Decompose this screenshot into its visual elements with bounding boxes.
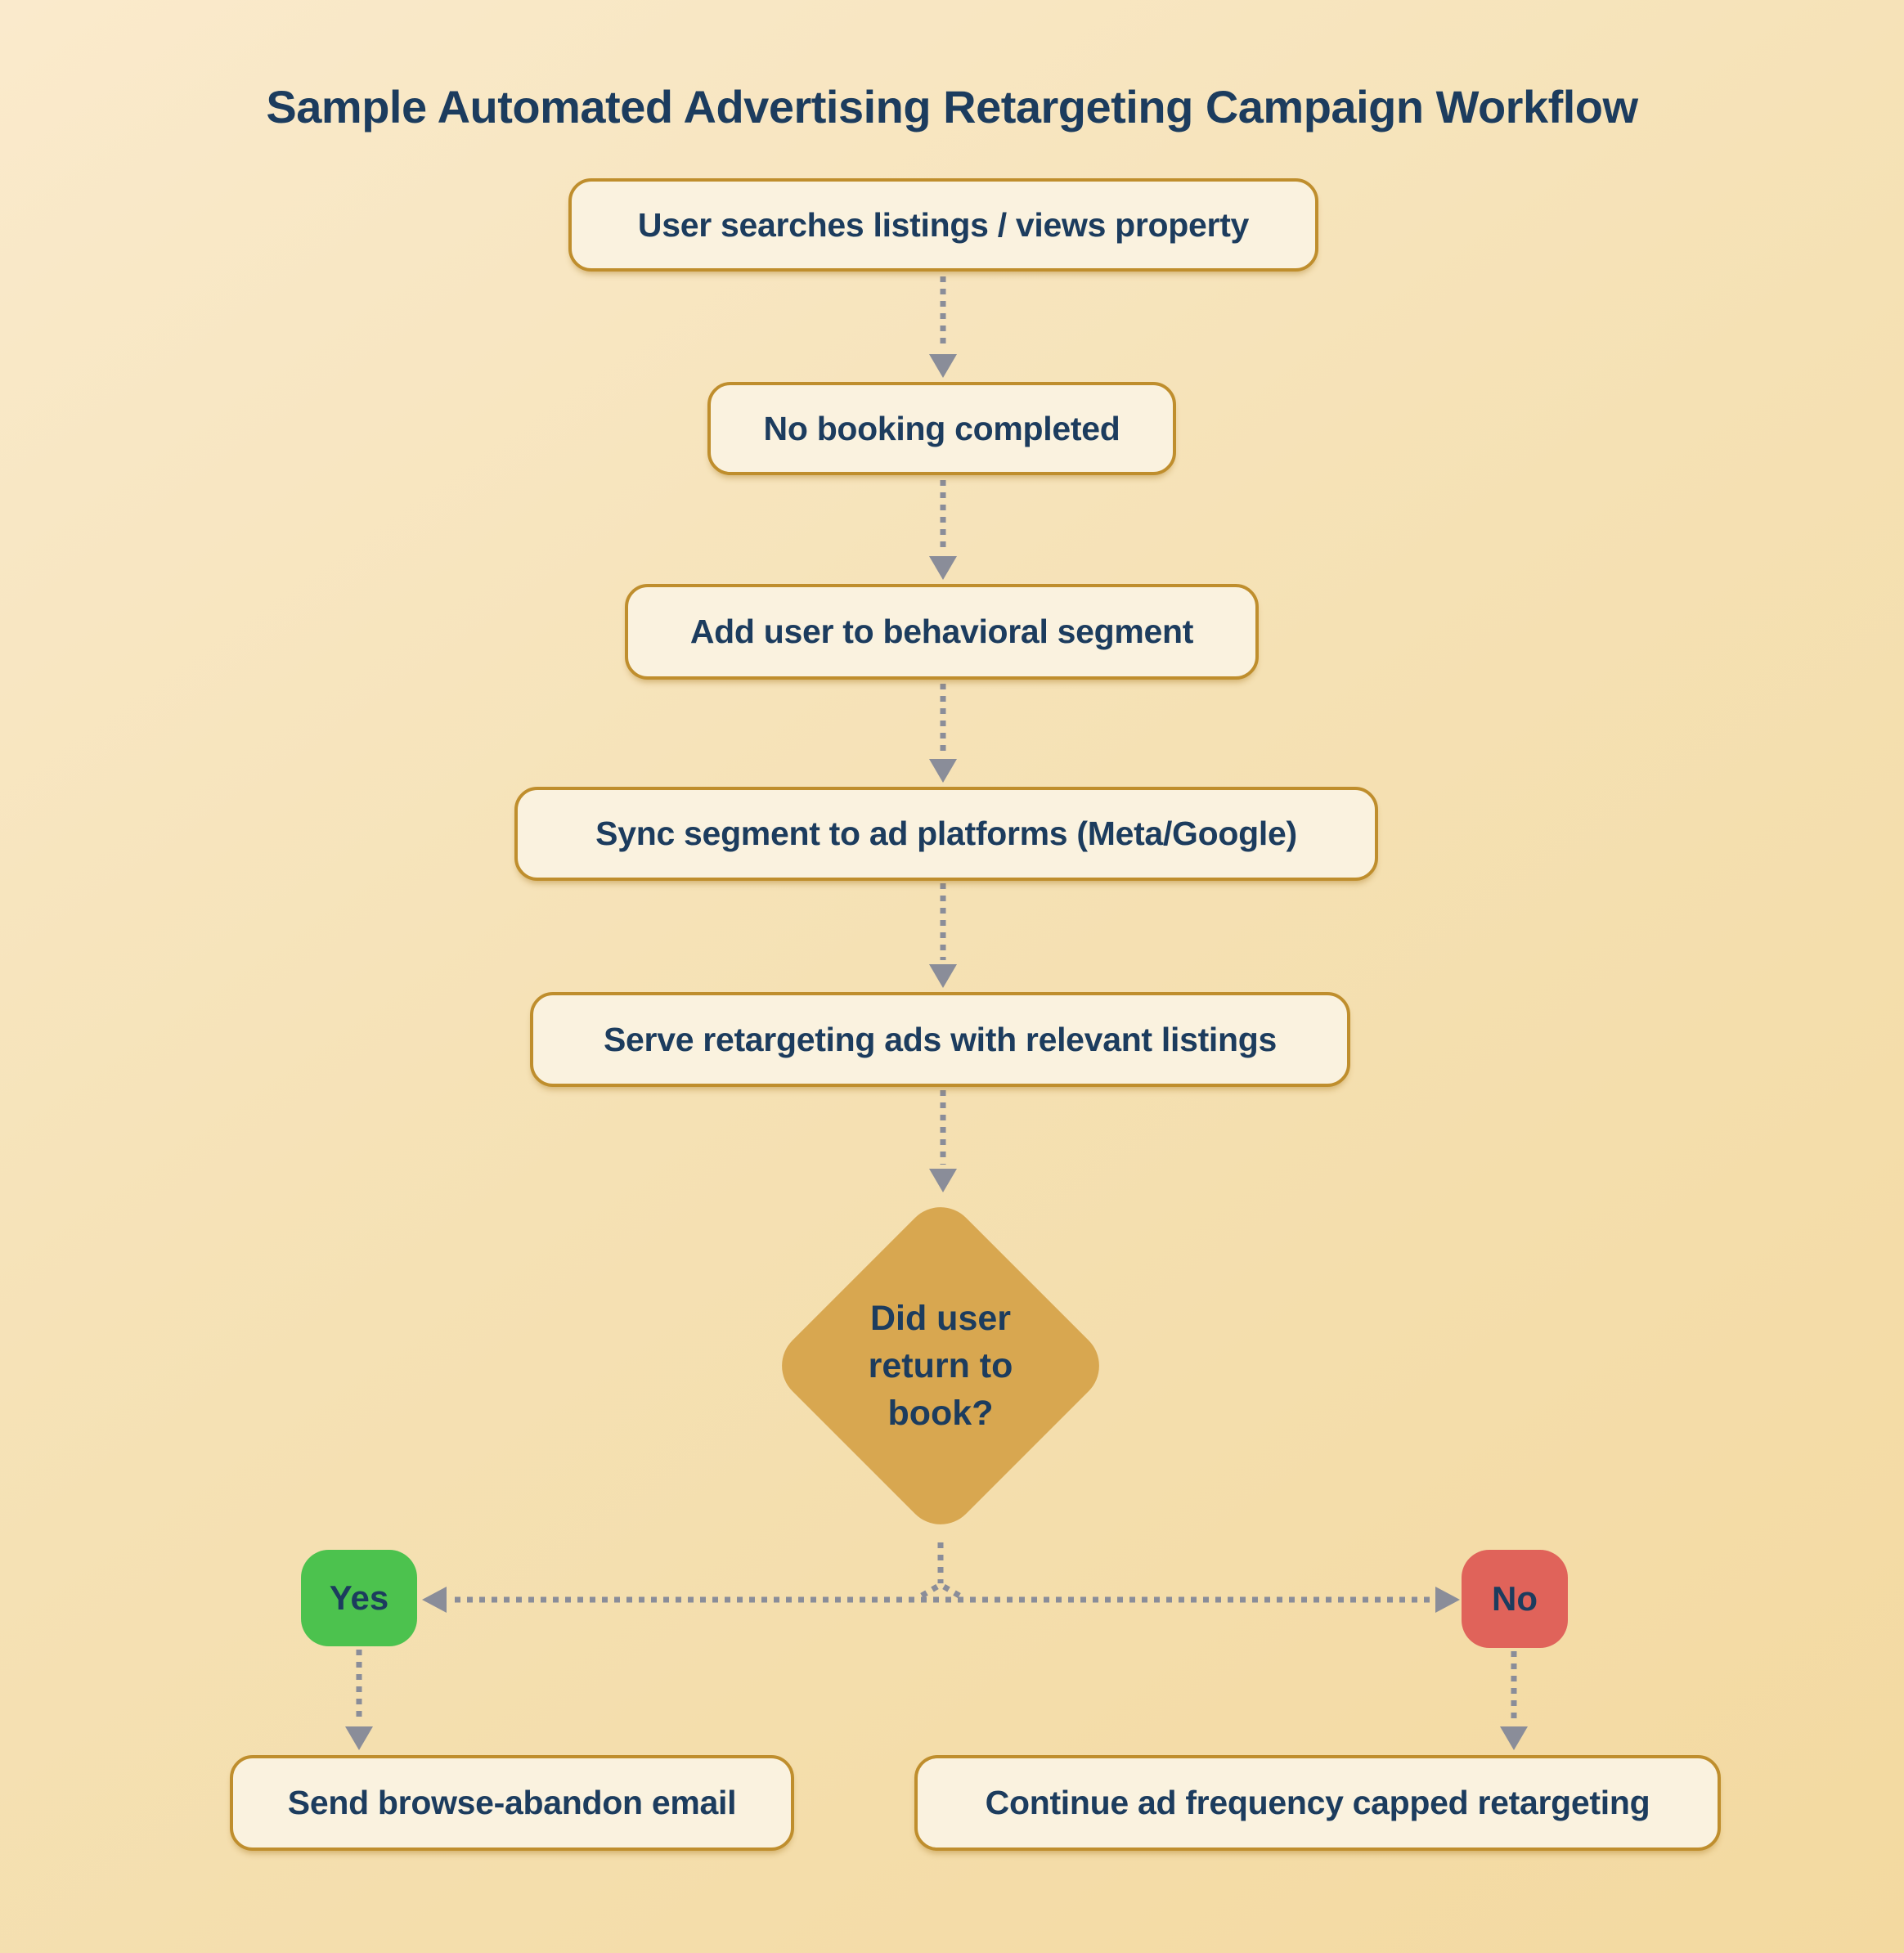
arrow-step5-decision xyxy=(929,1090,957,1192)
node-continue-frequency-capped-retargeting: Continue ad frequency capped retargeting xyxy=(914,1755,1721,1851)
decision-split-line xyxy=(455,1542,1430,1603)
node-user-searches-listings: User searches listings / views property xyxy=(568,178,1318,272)
node-send-browse-abandon-email: Send browse-abandon email xyxy=(230,1755,794,1851)
decision-label: Did user return to book? xyxy=(868,1298,1013,1434)
arrow-step2-step3 xyxy=(929,480,957,580)
arrow-no-outcome xyxy=(1500,1651,1528,1750)
arrow-decision-yes xyxy=(422,1587,447,1613)
branch-no-badge: No xyxy=(1462,1550,1568,1648)
branch-yes-badge: Yes xyxy=(301,1550,417,1646)
node-serve-retargeting-ads: Serve retargeting ads with relevant list… xyxy=(530,992,1350,1087)
arrow-step4-step5 xyxy=(929,883,957,988)
arrow-decision-no xyxy=(1435,1587,1460,1613)
node-sync-segment-ad-platforms: Sync segment to ad platforms (Meta/Googl… xyxy=(514,787,1378,881)
arrow-step1-step2 xyxy=(929,276,957,378)
arrow-yes-outcome xyxy=(345,1650,373,1750)
arrow-step3-step4 xyxy=(929,684,957,783)
node-no-booking-completed: No booking completed xyxy=(707,382,1176,475)
diagram-title: Sample Automated Advertising Retargeting… xyxy=(266,81,1638,132)
node-add-user-to-segment: Add user to behavioral segment xyxy=(625,584,1259,680)
